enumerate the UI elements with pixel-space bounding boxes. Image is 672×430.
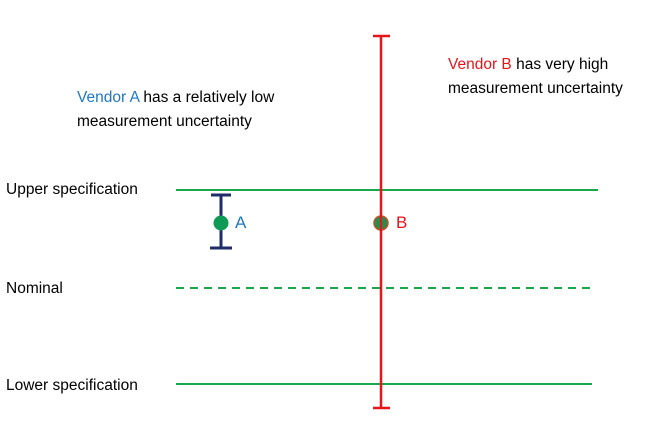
- vendor-a-text2: measurement uncertainty: [77, 113, 252, 130]
- vendor-a-name: Vendor A: [77, 89, 140, 106]
- upper-spec-label: Upper specification: [6, 181, 138, 198]
- vendor-b-text1: has very high: [511, 56, 609, 73]
- vendor-b-annotation: Vendor B has very high: [448, 53, 608, 77]
- vendor-a-annotation: Vendor A has a relatively low: [77, 86, 274, 110]
- lower-spec-label: Lower specification: [6, 377, 138, 394]
- vendor-a-text1: has a relatively low: [139, 89, 275, 106]
- nominal-label: Nominal: [6, 280, 63, 297]
- vendor-b-name: Vendor B: [448, 56, 512, 73]
- vendor-b-text2: measurement uncertainty: [448, 80, 623, 97]
- point-a-label: A: [235, 213, 247, 232]
- point-b-label: B: [396, 213, 408, 232]
- vendor-a-point: [213, 215, 229, 231]
